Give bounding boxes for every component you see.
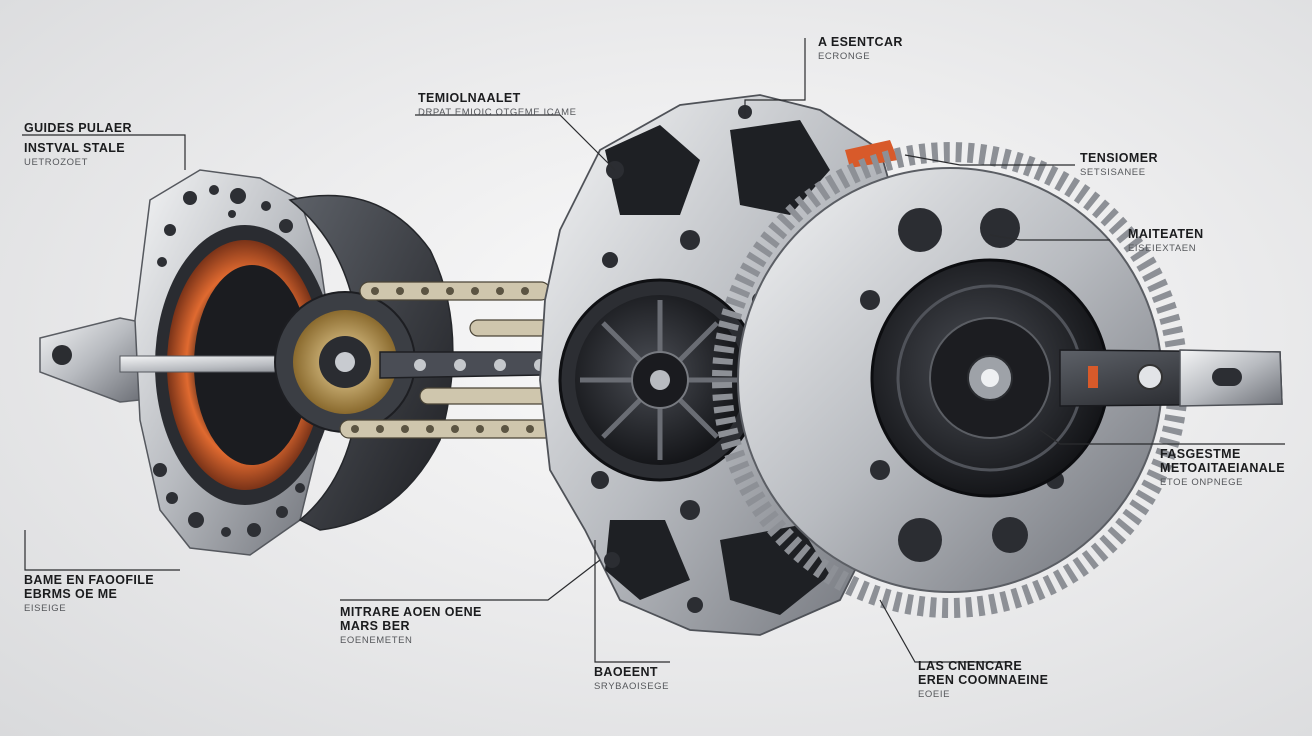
orange-accent	[845, 140, 898, 168]
callout-a-esentcar: A ESENTCAR ECRONGE	[818, 35, 903, 62]
callout-line: EREN COOMNAEINE	[918, 672, 1049, 687]
callout-las-cnenca: LAS CNENCARE EREN COOMNAEINE EOEIE	[918, 659, 1049, 700]
callout-title: FASGESTME	[1160, 447, 1241, 461]
callout-title: MITRARE AOEN OENE	[340, 605, 482, 619]
callout-sub: SRYBAOISEGE	[594, 680, 670, 692]
callout-sub: EISEIGE	[24, 602, 67, 614]
callout-sub: EOEIE	[918, 688, 951, 700]
callout-line: INSTVAL STALE	[24, 140, 126, 155]
left-housing	[39, 169, 454, 556]
callout-baoeent: BAOEENT SRYBAOISEGE	[594, 665, 670, 692]
callout-title: A ESENTCAR	[818, 35, 903, 49]
callout-fasgestme: FASGESTME METOAITAEIANALE ETOE ONPNEGE	[1160, 447, 1285, 488]
plate-holes	[153, 185, 305, 537]
callout-sub: EOENEMETEN	[340, 634, 413, 646]
right-gear-assembly	[712, 142, 1283, 618]
callout-title: LAS CNENCARE	[918, 659, 1023, 673]
arm-bolt	[1137, 364, 1163, 390]
housing-bolts	[591, 105, 768, 613]
gear-holes	[860, 208, 1069, 562]
callout-title: TENSIOMER	[1080, 151, 1158, 165]
callout-title: BAOEENT	[594, 665, 658, 679]
callout-sub: EISEIEXTAEN	[1128, 242, 1197, 254]
callout-maiteaten: MAITEATEN EISEIEXTAEN	[1128, 227, 1204, 254]
callout-line: METOAITAEIANALE	[1160, 460, 1285, 475]
callout-line: MARS BER	[340, 618, 410, 633]
callout-sub: DRPAT EMIOIC OTGEME ICAME	[418, 106, 577, 118]
callout-title: BAME EN FAOOFILE	[24, 573, 155, 587]
callout-bame-en: BAME EN FAOOFILE EBRMS OE ME EISEIGE	[24, 573, 155, 614]
callout-guides-pulaer: GUIDES PULAER INSTVAL STALE UETROZOET	[24, 121, 132, 168]
arm-slot	[1212, 368, 1242, 386]
callout-title: TEMIOLNAALET	[418, 91, 521, 105]
leader-lines	[22, 38, 1285, 663]
callout-sub: ECRONGE	[818, 50, 871, 62]
callout-line: EBRMS OE ME	[24, 586, 118, 601]
callout-sub: SETSISANEE	[1080, 166, 1146, 178]
callout-title: GUIDES PULAER	[24, 121, 132, 135]
callout-title: MAITEATEN	[1128, 227, 1204, 241]
callout-mitrare: MITRARE AOEN OENE MARS BER EOENEMETEN	[340, 605, 482, 646]
bolt-hole	[52, 345, 72, 365]
callout-sub: ETOE ONPNEGE	[1160, 476, 1244, 488]
callout-temiolnaalet: TEMIOLNAALET DRPAT EMIOIC OTGEME ICAME	[418, 91, 577, 118]
callout-sub: UETROZOET	[24, 156, 88, 168]
callout-tensiomer: TENSIOMER SETSISANEE	[1080, 151, 1158, 178]
